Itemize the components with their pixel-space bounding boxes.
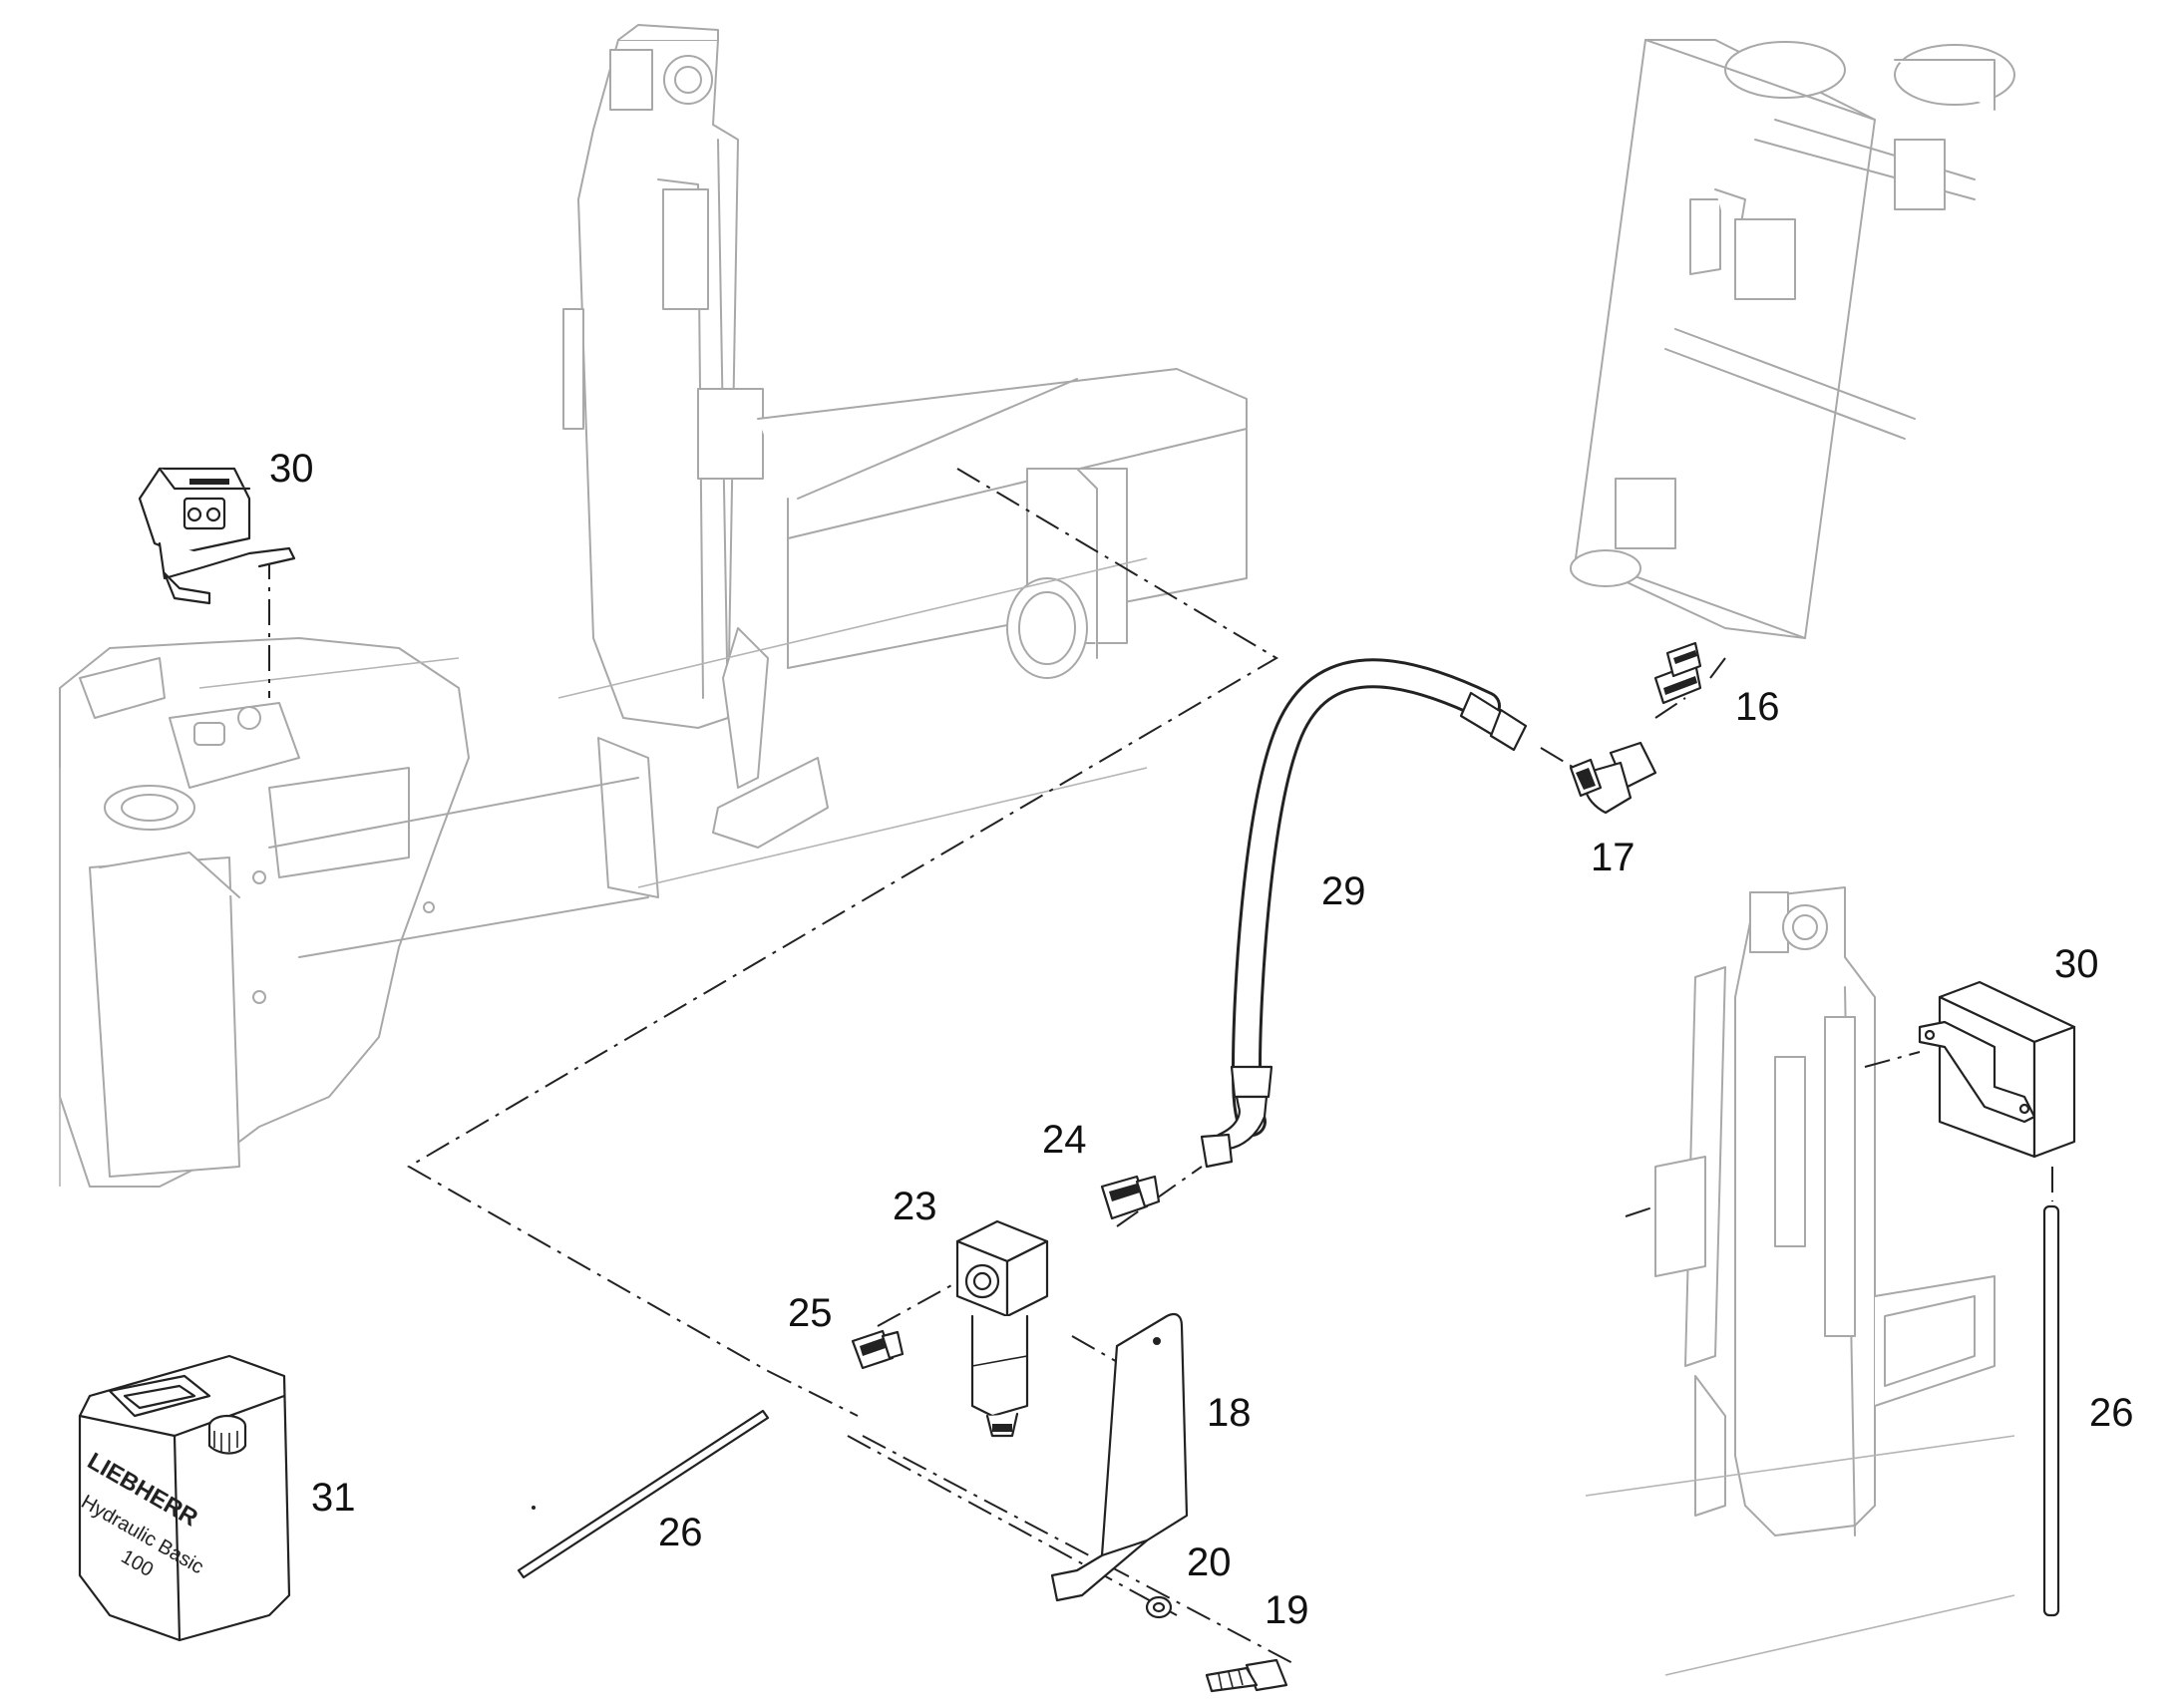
callout-26-right: 26 bbox=[2089, 1391, 2134, 1435]
callout-29: 29 bbox=[1321, 869, 1366, 913]
callout-24: 24 bbox=[1042, 1118, 1087, 1162]
callout-19: 19 bbox=[1265, 1588, 1309, 1632]
part-23-filter bbox=[955, 1219, 1049, 1438]
part-29-hose bbox=[1200, 658, 1528, 1169]
part-26-rod-right bbox=[2042, 1204, 2060, 1617]
callout-labels: 16 17 18 19 20 23 24 25 26 26 29 30 30 3… bbox=[269, 447, 2134, 1632]
center-mast-assembly bbox=[557, 24, 1248, 898]
part-20-washer bbox=[1145, 1595, 1173, 1619]
part-31-oil-canister: LIEBHERR Hydraulic Basic 100 bbox=[78, 1354, 291, 1642]
part-24-fitting bbox=[1100, 1175, 1161, 1220]
part-30-display-bracket bbox=[138, 467, 296, 605]
callout-20: 20 bbox=[1187, 1540, 1232, 1584]
part-26-rod-left bbox=[517, 1409, 770, 1579]
part-18-bracket bbox=[1050, 1312, 1189, 1602]
right-mast-assembly bbox=[1585, 886, 2015, 1676]
callout-17: 17 bbox=[1591, 836, 1635, 879]
part-17-elbow bbox=[1569, 741, 1657, 815]
part-25-fitting bbox=[851, 1329, 905, 1370]
part-16-fitting bbox=[1653, 641, 1702, 705]
part-30-control-box bbox=[1918, 980, 2076, 1159]
callout-26-left: 26 bbox=[658, 1511, 703, 1554]
left-cab-assembly bbox=[59, 637, 649, 1188]
hydraulic-tank bbox=[1570, 39, 2015, 639]
callout-23: 23 bbox=[893, 1185, 937, 1228]
callout-31: 31 bbox=[311, 1476, 356, 1520]
part-19-bolt bbox=[1205, 1658, 1288, 1693]
callout-18: 18 bbox=[1207, 1391, 1252, 1435]
alignment-lines bbox=[268, 468, 2053, 1666]
callout-25: 25 bbox=[788, 1291, 833, 1335]
callout-30-top: 30 bbox=[269, 447, 314, 491]
callout-30-right: 30 bbox=[2054, 942, 2099, 986]
callout-16: 16 bbox=[1735, 685, 1780, 729]
